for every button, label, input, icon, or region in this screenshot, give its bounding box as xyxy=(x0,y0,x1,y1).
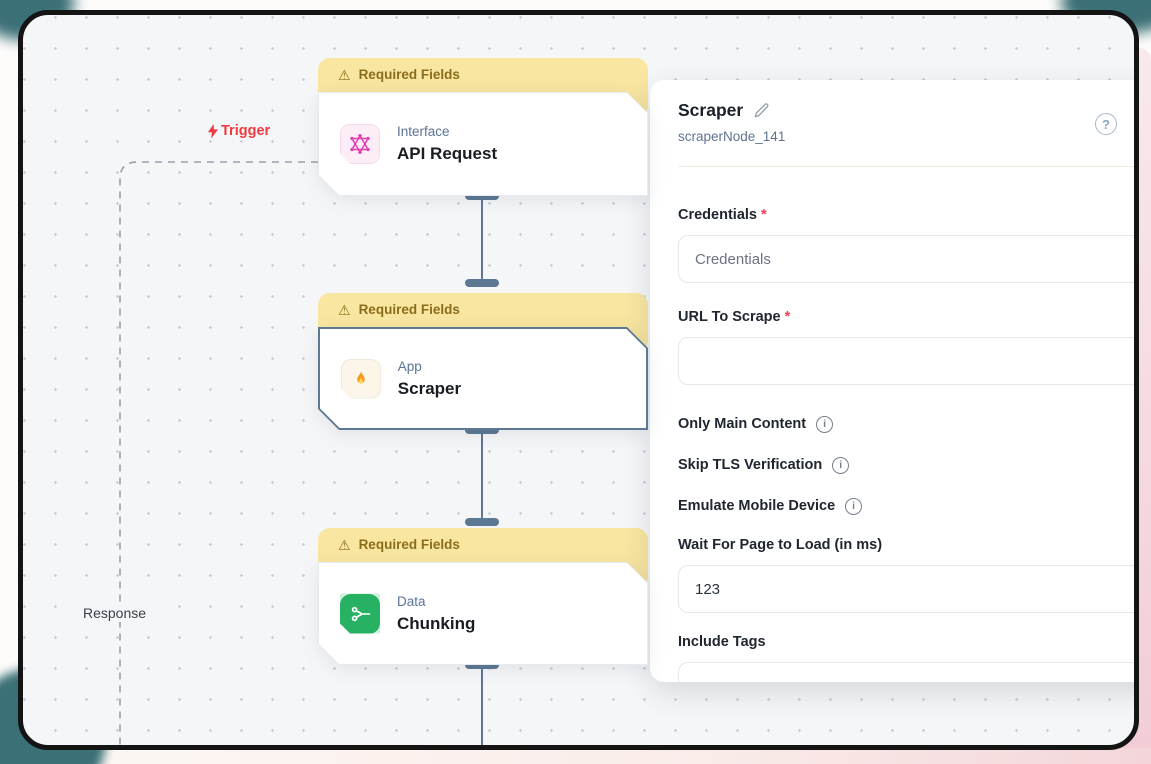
node-id-label: scraperNode_141 xyxy=(678,129,786,144)
handle-node3-target xyxy=(465,518,499,526)
url-to-scrape-input[interactable] xyxy=(678,337,1134,385)
banner-label: Required Fields xyxy=(358,302,460,317)
node-api-request[interactable]: ⚠ Required Fields Interface API Request xyxy=(318,58,648,196)
trigger-response-dashed-path xyxy=(119,161,318,745)
scissors-icon xyxy=(340,594,380,634)
include-tags-input[interactable] xyxy=(678,662,1134,682)
skip-tls-verification-row[interactable]: Skip TLS Verification i xyxy=(678,454,1134,476)
info-icon[interactable]: i xyxy=(832,456,850,474)
emulate-mobile-device-row[interactable]: Emulate Mobile Device i xyxy=(678,495,1134,517)
response-label: Response xyxy=(79,604,151,622)
info-icon[interactable]: i xyxy=(816,415,834,433)
help-icon[interactable]: ? xyxy=(1095,113,1117,135)
url-to-scrape-label: URL To Scrape * xyxy=(678,309,791,325)
only-main-content-label: Only Main Content xyxy=(678,416,807,432)
flame-icon xyxy=(341,359,381,399)
node-category: Interface xyxy=(397,124,450,139)
node-category: App xyxy=(397,358,422,374)
emulate-mobile-device-label: Emulate Mobile Device xyxy=(678,498,836,514)
pencil-icon[interactable] xyxy=(753,102,770,119)
lightning-icon xyxy=(208,123,218,139)
node-title: API Request xyxy=(397,144,498,163)
handle-node2-target xyxy=(465,279,499,287)
node-scraper[interactable]: ⚠ Required Fields App Scraper xyxy=(318,293,648,430)
page-bg-bottom-strip xyxy=(40,748,1151,764)
skip-tls-verification-label: Skip TLS Verification xyxy=(678,457,823,473)
wait-for-page-label: Wait For Page to Load (in ms) xyxy=(678,537,883,553)
info-icon[interactable]: i xyxy=(845,497,863,515)
trigger-label: Trigger xyxy=(207,123,270,139)
warning-icon: ⚠ xyxy=(338,302,351,318)
include-tags-label: Include Tags xyxy=(678,634,766,650)
node-title: Chunking xyxy=(397,613,476,633)
node-category: Data xyxy=(397,593,426,609)
panel-title: Scraper xyxy=(678,100,744,120)
workflow-edges xyxy=(119,161,499,745)
banner-label: Required Fields xyxy=(358,67,460,82)
node-config-panel: Scraper ? scraperNode_141 Credentials * … xyxy=(650,80,1134,682)
banner-label: Required Fields xyxy=(358,537,460,552)
only-main-content-row[interactable]: Only Main Content i xyxy=(678,413,1134,435)
graphql-icon xyxy=(340,124,380,164)
node-title: Scraper xyxy=(397,378,462,398)
app-frame: Trigger Response ⚠ Required Fields xyxy=(18,10,1139,750)
warning-icon: ⚠ xyxy=(338,537,351,553)
wait-for-page-input[interactable] xyxy=(678,565,1134,613)
divider xyxy=(678,166,1134,167)
credentials-label: Credentials * xyxy=(678,207,767,223)
credentials-select[interactable] xyxy=(678,235,1134,283)
node-chunking[interactable]: ⚠ Required Fields Data Chunking xyxy=(318,528,648,665)
warning-icon: ⚠ xyxy=(338,67,351,83)
